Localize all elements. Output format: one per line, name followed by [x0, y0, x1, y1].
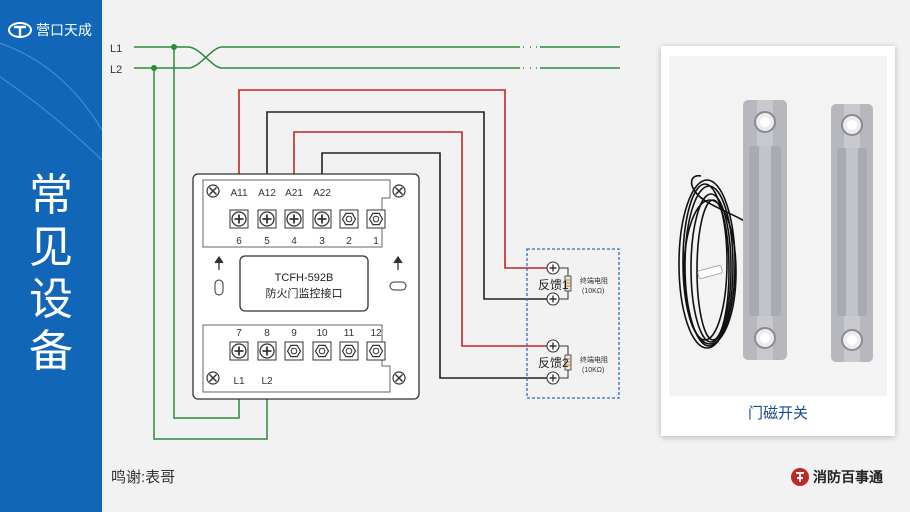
l1-label: L1 — [110, 43, 122, 55]
xiaofang-logo-icon — [791, 468, 809, 486]
wiring-diagram: L1 L2 A11 A12 A21 A22 6 5 — [110, 43, 620, 440]
terminal-screw — [366, 341, 386, 361]
terminal-number: 7 — [236, 328, 242, 339]
cable-coil — [678, 174, 754, 349]
feedback-box — [526, 248, 620, 399]
terminal-screw — [229, 341, 249, 361]
magnet-bar-right — [831, 104, 873, 362]
terminal-screw — [257, 209, 277, 229]
terminal-number: 11 — [344, 328, 355, 339]
led-indicator — [214, 279, 224, 296]
footer-brand-name: 消防百事通 — [813, 469, 883, 485]
terminal-number: 1 — [373, 236, 379, 247]
terminal-screw — [312, 341, 332, 361]
resistor-2-label: 终端电阻 — [580, 355, 608, 364]
signal-wires — [238, 89, 553, 379]
feedback-1-label: 反馈1 — [538, 278, 569, 292]
brand-name: 营口天成 — [36, 22, 92, 38]
terminal-screw — [339, 341, 359, 361]
terminal-screw — [257, 341, 277, 361]
terminal-screw — [284, 209, 304, 229]
resistor-icon — [564, 275, 572, 292]
module-description: 防火门监控接口 — [266, 286, 343, 300]
terminal-number: 3 — [319, 236, 325, 247]
sidebar-decoration — [0, 42, 102, 161]
title-char: 常 — [29, 171, 73, 220]
title-char: 见 — [29, 223, 73, 272]
terminal-label-l2: L2 — [261, 376, 273, 387]
module-nameplate — [239, 255, 369, 312]
brand: 营口天成 — [8, 20, 92, 40]
terminal-screw — [366, 209, 386, 229]
credit-text: 鸣谢:表哥 — [111, 469, 176, 486]
cable-tie — [697, 265, 723, 279]
magnet-bar-left — [743, 100, 787, 360]
terminal-number: 10 — [316, 328, 328, 339]
terminal-number: 4 — [291, 236, 297, 247]
terminal-number: 2 — [346, 236, 352, 247]
feedback-2-label: 反馈2 — [538, 356, 569, 370]
resistor-1-label: 终端电阻 — [580, 276, 608, 285]
footer-brand: 消防百事通 — [790, 467, 883, 487]
resistor-2-value: (10KΩ) — [582, 367, 604, 374]
led-indicator — [389, 281, 407, 291]
resistor-icon — [564, 354, 572, 371]
junction-dot — [171, 44, 177, 50]
terminal-screw — [339, 209, 359, 229]
terminal-label-a11: A11 — [230, 188, 247, 199]
l2-label: L2 — [110, 64, 122, 76]
terminal-number: 12 — [370, 328, 382, 339]
tiancheng-logo-icon — [8, 22, 32, 38]
terminal-screw — [284, 341, 304, 361]
up-arrow-icon — [214, 255, 224, 270]
terminal-number: 9 — [291, 328, 297, 339]
terminal-label-l1: L1 — [233, 376, 245, 387]
photo-caption: 门磁开关 — [747, 405, 808, 422]
module-model: TCFH-592B — [275, 272, 334, 284]
product-photo-card: 门磁开关 — [661, 46, 895, 436]
terminal-screw — [312, 209, 332, 229]
terminal-label-a22: A22 — [313, 188, 331, 199]
title-char: 备 — [29, 327, 73, 376]
terminal-number: 5 — [264, 236, 270, 247]
terminal-number: 6 — [236, 236, 242, 247]
junction-dot — [151, 65, 157, 71]
terminal-label-a12: A12 — [258, 188, 276, 199]
sidebar: 营口天成 常 见 设 备 — [0, 0, 102, 512]
title-char: 设 — [29, 275, 73, 324]
door-magnet-photo — [669, 56, 887, 396]
up-arrow-icon — [393, 255, 403, 270]
resistor-1-value: (10KΩ) — [582, 288, 604, 295]
bus-lines — [134, 46, 620, 440]
terminal-screw — [229, 209, 249, 229]
terminal-number: 8 — [264, 328, 270, 339]
feedback-terminals: 反馈1 反馈2 终端电阻 (10KΩ) 终端电阻 (10KΩ) — [526, 248, 620, 399]
page-title: 常 见 设 备 — [0, 170, 102, 378]
terminal-label-a21: A21 — [285, 188, 303, 199]
tcfh-592b-module: A11 A12 A21 A22 6 5 4 3 2 1 TCFH-592B 防火… — [192, 173, 420, 400]
